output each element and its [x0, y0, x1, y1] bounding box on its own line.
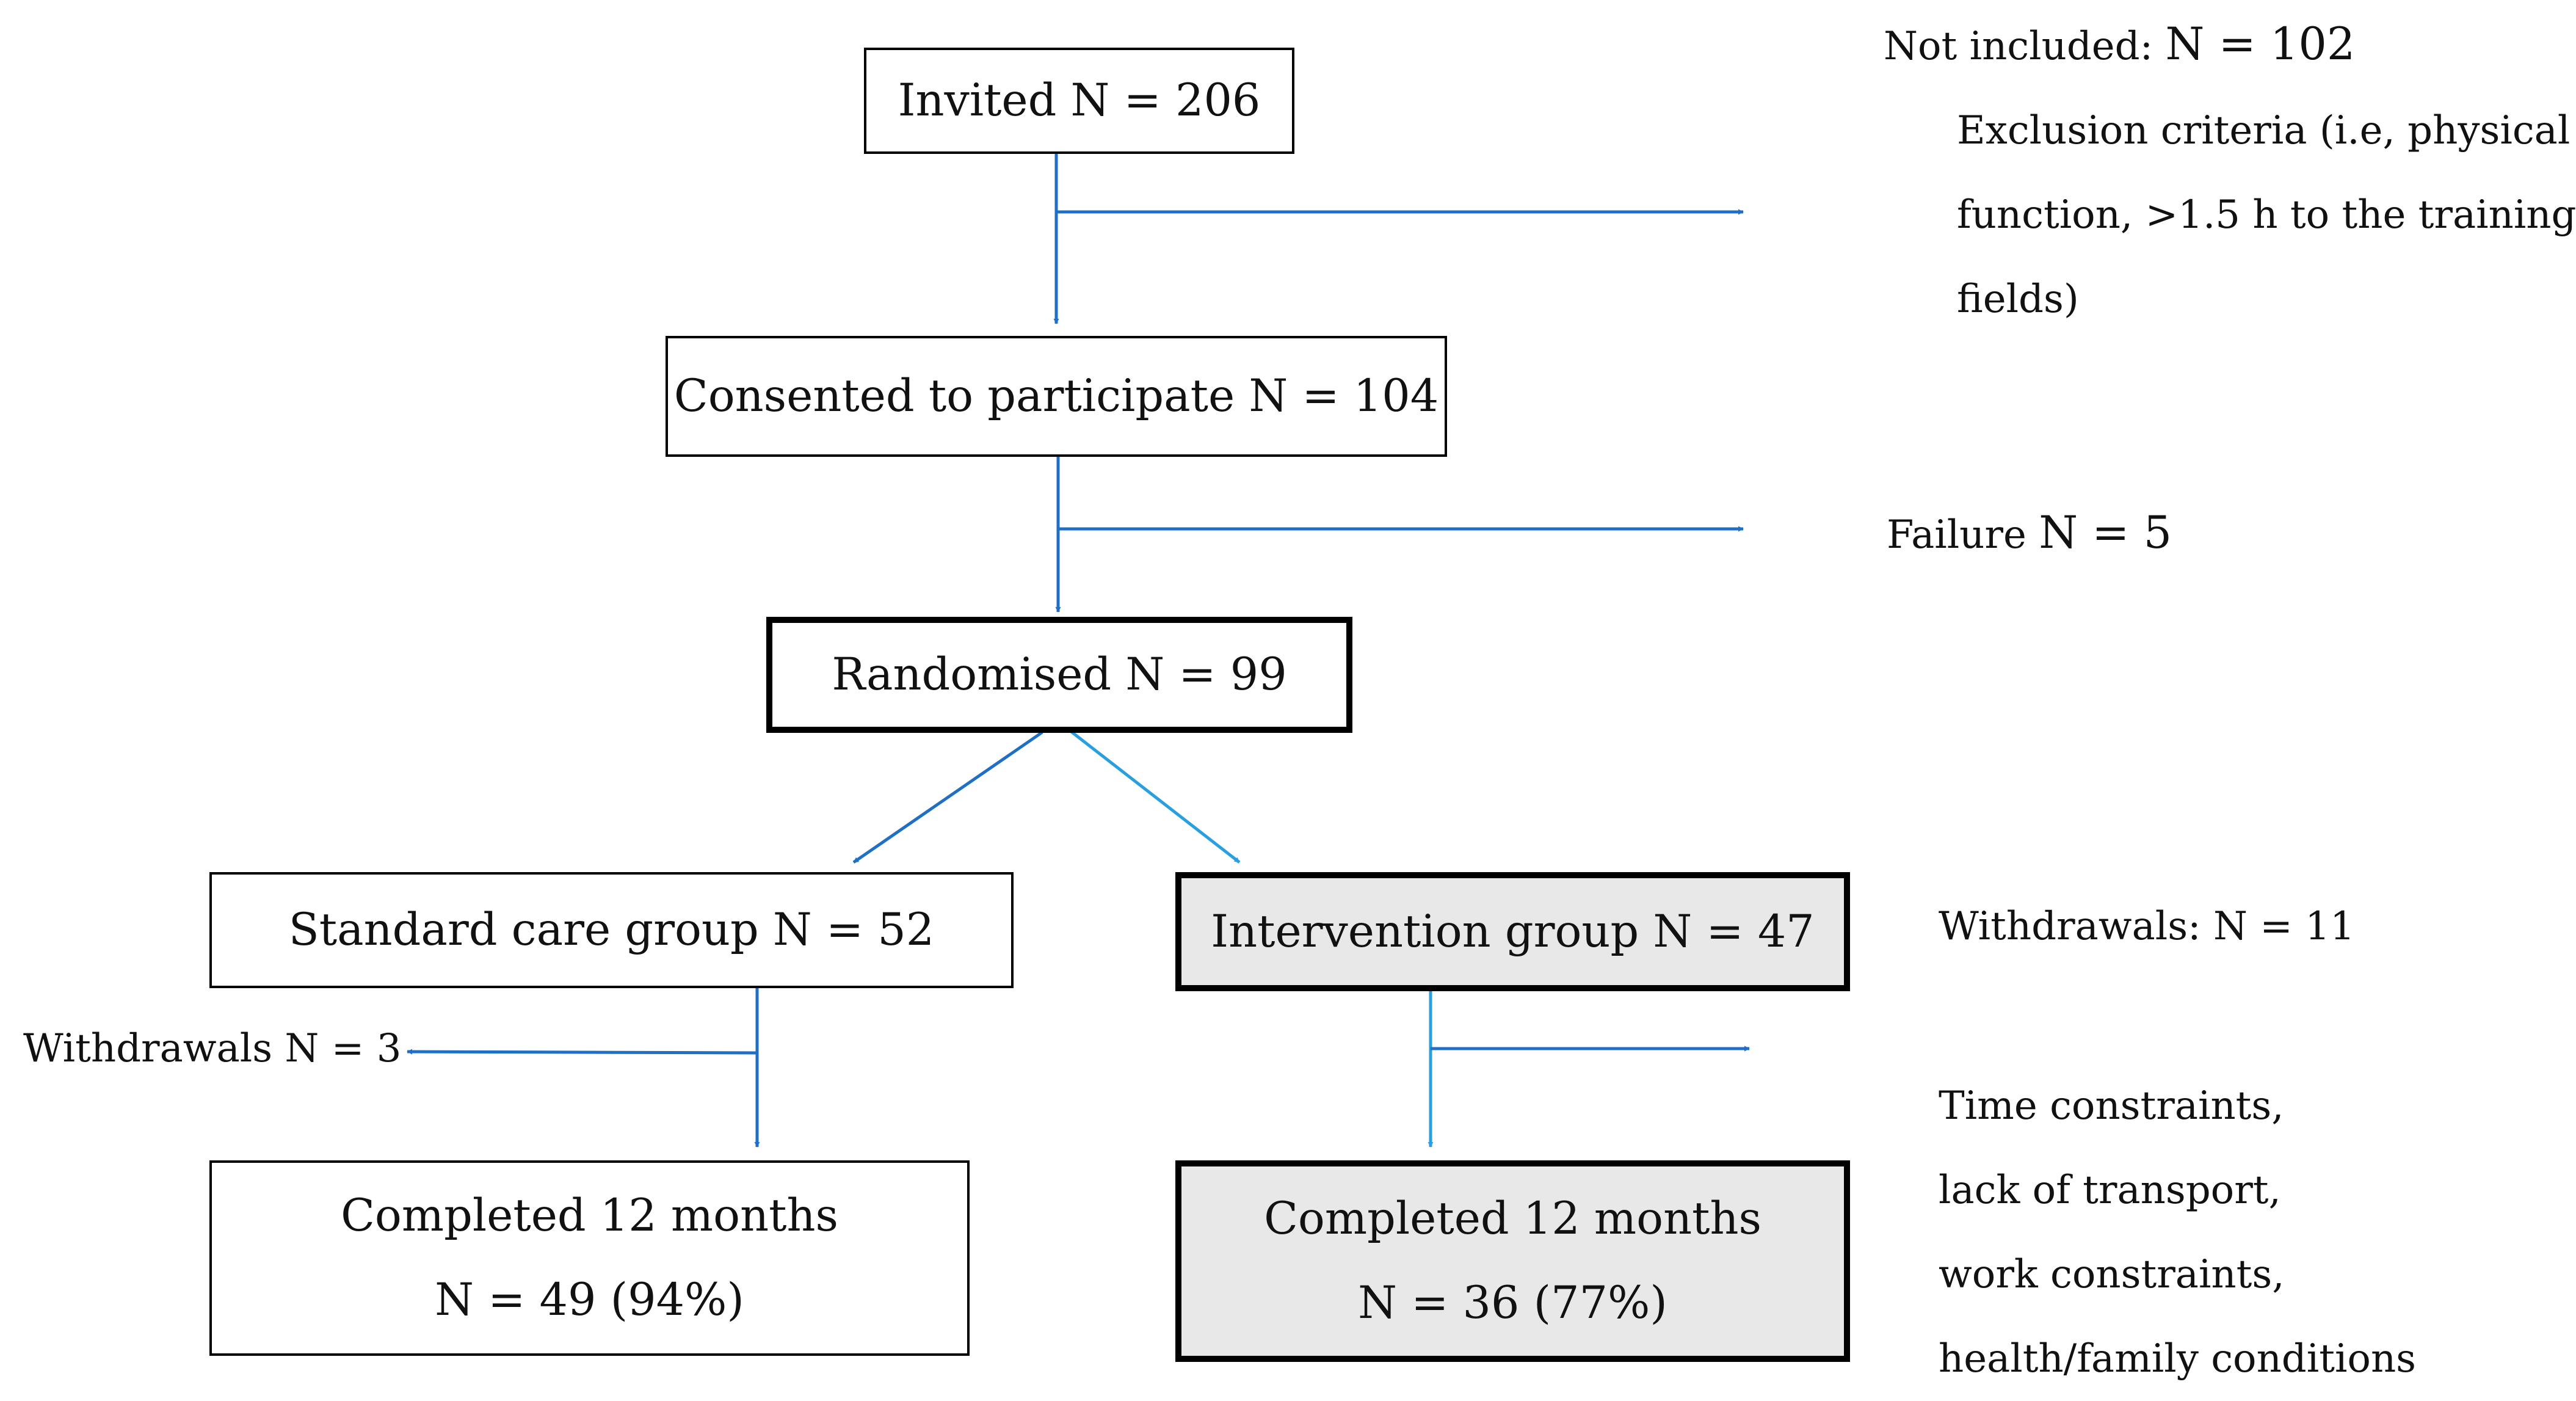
- standard-care-label: Standard care group N = 52: [288, 904, 935, 956]
- completed-intervention-line1: Completed 12 months: [1264, 1193, 1761, 1245]
- not-included-label: Not included:: [1884, 24, 2153, 69]
- not-included-count: N = 102: [2165, 18, 2356, 70]
- failure-count: N = 5: [2039, 507, 2172, 559]
- exclusion-line: Exclusion criteria (i.e, physical: [1957, 108, 2571, 153]
- arrow-randomised-to-intervention: [1066, 727, 1241, 864]
- invited-box: Invited N = 206: [864, 48, 1294, 154]
- consented-label: Consented to participate N = 104: [673, 370, 1439, 423]
- withdrawals-standard-note: Withdrawals N = 3: [23, 1026, 401, 1071]
- randomised-label: Randomised N = 99: [832, 649, 1287, 701]
- failure-label: Failure: [1887, 512, 2026, 558]
- completed-standard-line2: N = 49 (94%): [435, 1274, 744, 1326]
- withdrawal-reasons-list: Time constraints, lack of transport, wor…: [1939, 1064, 2416, 1401]
- exclusion-line: function, >1.5 h to the training: [1957, 192, 2576, 238]
- withdrawal-reason: health/family conditions: [1939, 1336, 2416, 1381]
- consented-box: Consented to participate N = 104: [666, 336, 1447, 457]
- completed-standard-box: Completed 12 months N = 49 (94%): [209, 1160, 970, 1356]
- withdrawals-standard-label: Withdrawals N = 3: [23, 1026, 402, 1071]
- intervention-box: Intervention group N = 47: [1175, 872, 1850, 991]
- flow-arrows: [407, 154, 1750, 1148]
- arrow-to-withdrawals-standard: [407, 1049, 758, 1055]
- intervention-label: Intervention group N = 47: [1211, 905, 1815, 958]
- standard-care-box: Standard care group N = 52: [209, 872, 1014, 988]
- arrow-randomised-to-standard: [852, 730, 1043, 864]
- withdrawals-intervention-label: Withdrawals: N = 11: [1939, 904, 2355, 949]
- completed-intervention-line2: N = 36 (77%): [1358, 1277, 1667, 1329]
- exclusion-line: fields): [1957, 277, 2079, 322]
- randomised-box: Randomised N = 99: [766, 617, 1352, 733]
- failure-note: Failure N = 5: [1887, 507, 2172, 559]
- withdrawals-intervention-note: Withdrawals: N = 11: [1939, 904, 2355, 949]
- invited-label: Invited N = 206: [898, 75, 1261, 127]
- exclusion-criteria-note: Exclusion criteria (i.e, physical functi…: [1957, 89, 2576, 341]
- withdrawal-reason: work constraints,: [1939, 1252, 2285, 1297]
- completed-standard-line1: Completed 12 months: [341, 1190, 838, 1242]
- withdrawal-reason: lack of transport,: [1939, 1168, 2281, 1213]
- completed-intervention-box: Completed 12 months N = 36 (77%): [1175, 1160, 1850, 1362]
- withdrawal-reason: Time constraints,: [1939, 1083, 2284, 1129]
- not-included-note: Not included: N = 102: [1884, 18, 2355, 70]
